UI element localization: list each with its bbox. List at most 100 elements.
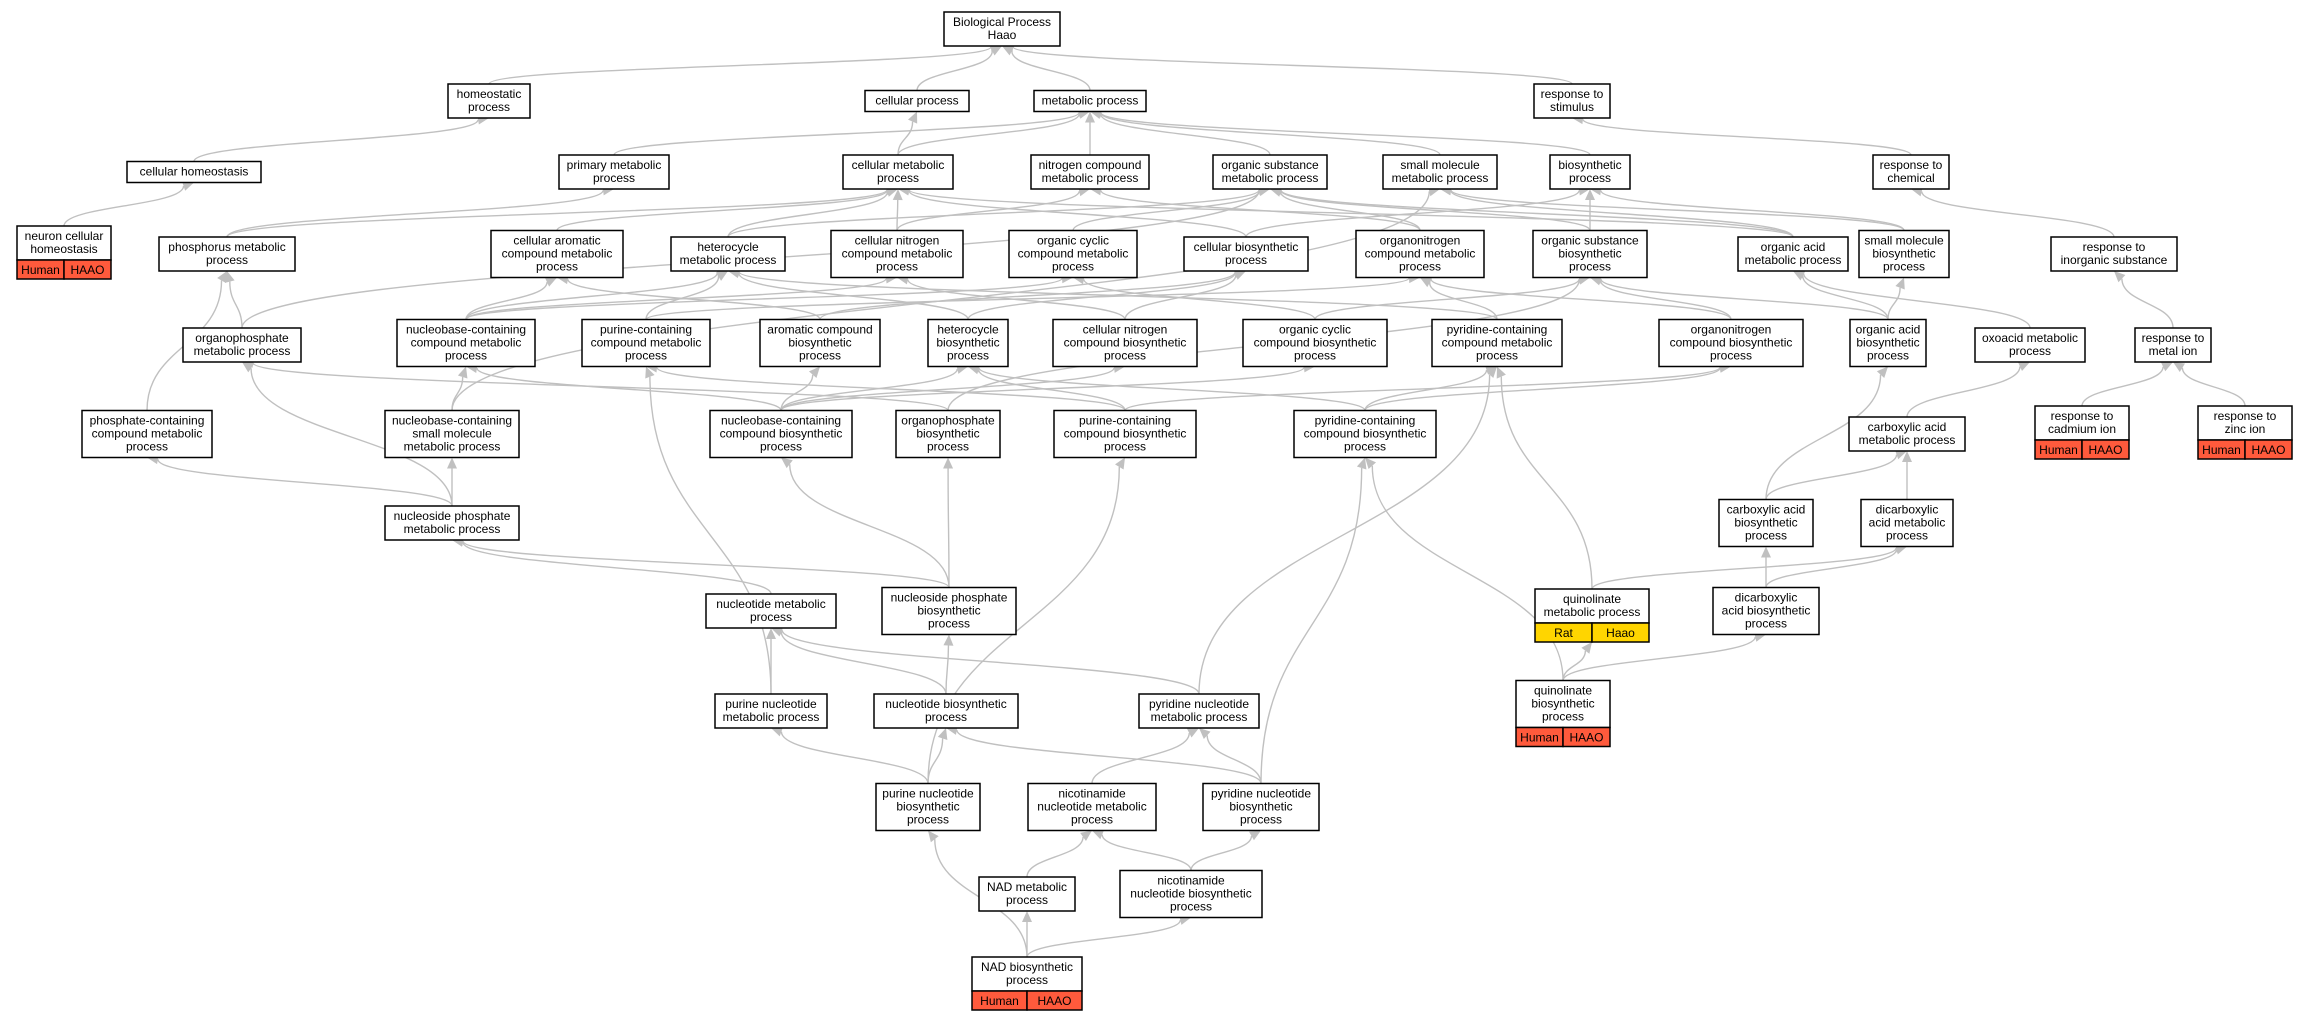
edge-line — [977, 369, 1126, 411]
term-box — [1138, 693, 1260, 729]
term-label: process — [1052, 260, 1094, 274]
term-box — [943, 11, 1061, 47]
annotation-tag — [63, 259, 112, 280]
term-label: metabolic process — [1544, 605, 1641, 619]
arrowhead-icon — [1496, 366, 1506, 379]
edge-line — [896, 190, 1080, 231]
term-box — [158, 236, 296, 272]
edge-line — [250, 368, 453, 507]
edge-line — [613, 111, 1080, 156]
term-box — [1515, 679, 1611, 729]
edge-line — [1026, 919, 1182, 958]
edge-line — [1591, 547, 1897, 590]
edge — [1585, 189, 1595, 231]
edge-line — [1198, 374, 1491, 695]
term-label: process — [1294, 349, 1336, 363]
term-box — [1872, 154, 1950, 190]
term-label: organic cyclic — [1279, 323, 1351, 337]
term-node-cellular-process[interactable]: cellular process — [864, 89, 970, 113]
edge-line — [1280, 189, 1794, 238]
term-box — [126, 160, 262, 184]
term-label: organonitrogen — [1380, 234, 1461, 248]
edge-line — [1100, 112, 1441, 156]
term-label: cellular biosynthetic — [1194, 240, 1299, 254]
term-label: cellular nitrogen — [1083, 323, 1168, 337]
term-label: process — [536, 260, 578, 274]
term-node-cellular-homeostasis[interactable]: cellular homeostasis — [126, 160, 262, 184]
annotation-tag-label: Rat — [1554, 626, 1573, 640]
term-label: nucleoside phosphate — [394, 509, 511, 523]
term-node-metabolic-process[interactable]: metabolic process — [1033, 89, 1147, 113]
arrowhead-icon — [892, 189, 903, 201]
term-label: aromatic compound — [767, 323, 872, 337]
term-label: quinolinate — [1563, 592, 1621, 606]
term-box — [1119, 869, 1263, 919]
edge-line — [727, 189, 1260, 238]
edge-line — [462, 540, 950, 589]
edge-line — [908, 188, 1794, 238]
edge — [224, 271, 243, 329]
